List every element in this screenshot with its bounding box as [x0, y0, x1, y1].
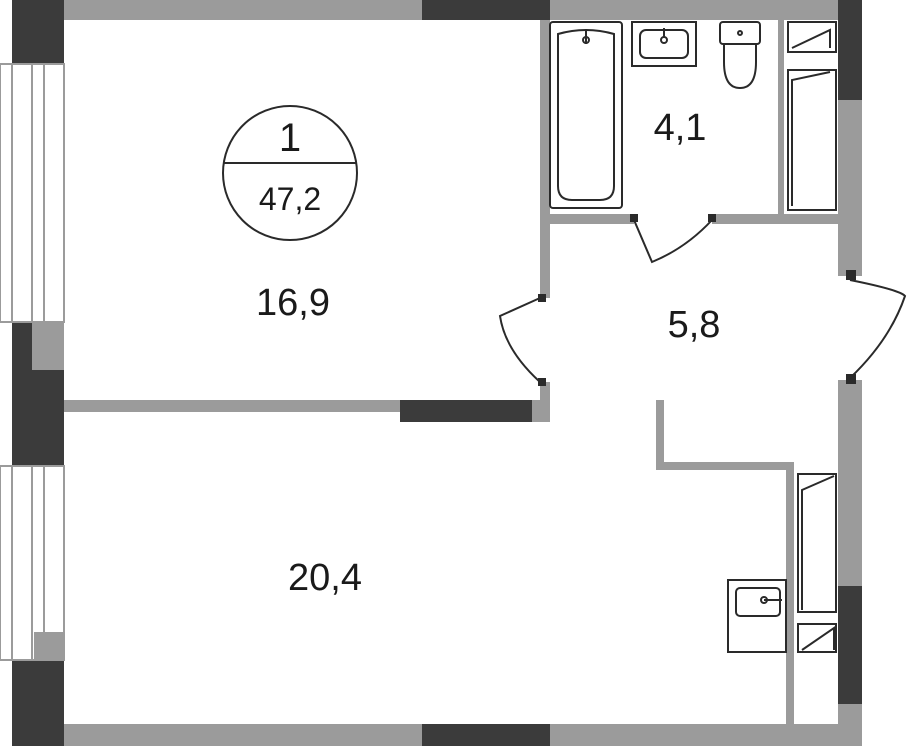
entrance-door — [849, 279, 907, 379]
dark-left-bottom-2 — [34, 660, 64, 746]
washer-closet — [787, 21, 837, 211]
bathtub — [549, 21, 623, 209]
outer-walls — [12, 0, 862, 746]
bathroom-area: 4,1 — [654, 107, 707, 149]
bathroom-door — [633, 219, 713, 264]
right-wall-upper — [838, 100, 862, 276]
sill-bottom — [34, 632, 64, 660]
partition-corner — [532, 400, 550, 422]
bathroom-bottom-wall-right — [712, 214, 838, 224]
hall-stub — [656, 400, 664, 470]
bedroom-east-wall-low — [540, 382, 550, 400]
door-post-2 — [846, 374, 856, 384]
dark-partition — [400, 400, 532, 422]
closet-wall-lower — [786, 462, 794, 724]
bedroom-east-wall — [540, 20, 550, 298]
badge-circle — [222, 105, 358, 241]
window-bottom — [0, 465, 65, 661]
bathroom-closet-wall — [778, 20, 784, 214]
door-post-1 — [846, 270, 856, 280]
doors — [498, 214, 907, 386]
dark-left-mid-strip — [12, 322, 32, 466]
apartment-badge: 1 47,2 — [222, 105, 358, 241]
dark-walls — [12, 0, 862, 746]
bathroom-bottom-wall — [540, 214, 634, 224]
kitchen-living-area: 20,4 — [288, 557, 362, 599]
interior-walls — [64, 20, 862, 724]
hall-stub-bottom — [656, 462, 794, 470]
hallway-area: 5,8 — [668, 304, 721, 346]
dark-bottom-center — [422, 724, 550, 746]
bedroom-area: 16,9 — [256, 282, 330, 324]
entrance-gap — [838, 276, 862, 380]
total-area: 47,2 — [259, 181, 321, 217]
dark-top-center — [422, 0, 550, 20]
toilet — [719, 21, 761, 90]
sink-bathroom — [631, 21, 697, 67]
rooms-count: 1 — [279, 116, 301, 160]
dark-right-bottom — [838, 586, 862, 704]
partition-bedroom-living — [64, 400, 400, 412]
window-top — [0, 63, 65, 323]
kitchen-sink — [727, 579, 787, 653]
sill-top — [34, 322, 64, 370]
dark-top-right — [838, 0, 862, 100]
dark-top-left — [12, 0, 64, 64]
bedroom-door — [498, 297, 541, 383]
hall-closet — [797, 473, 837, 653]
